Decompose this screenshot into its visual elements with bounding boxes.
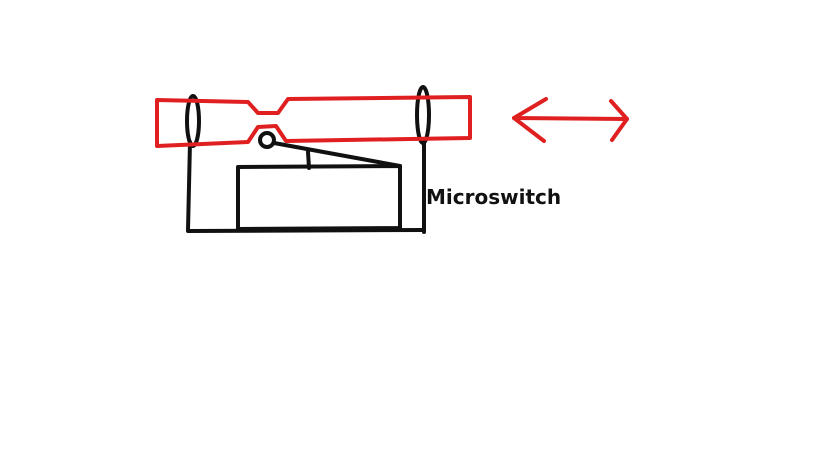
double-arrow-icon: [512, 97, 629, 143]
arrow-left-head: [512, 97, 548, 143]
microswitch-body: [236, 131, 402, 231]
arrow-right-head: [609, 99, 629, 142]
switch-housing: [236, 164, 402, 231]
lever-plunger: [306, 150, 311, 170]
lever-roller: [258, 131, 276, 149]
arrow-shaft: [512, 116, 629, 121]
switch-lever: [272, 141, 402, 168]
right-bearing-ring: [415, 85, 431, 145]
slider-bar: [155, 95, 472, 148]
microswitch-label: Microswitch: [426, 185, 561, 209]
left-post: [186, 140, 192, 232]
